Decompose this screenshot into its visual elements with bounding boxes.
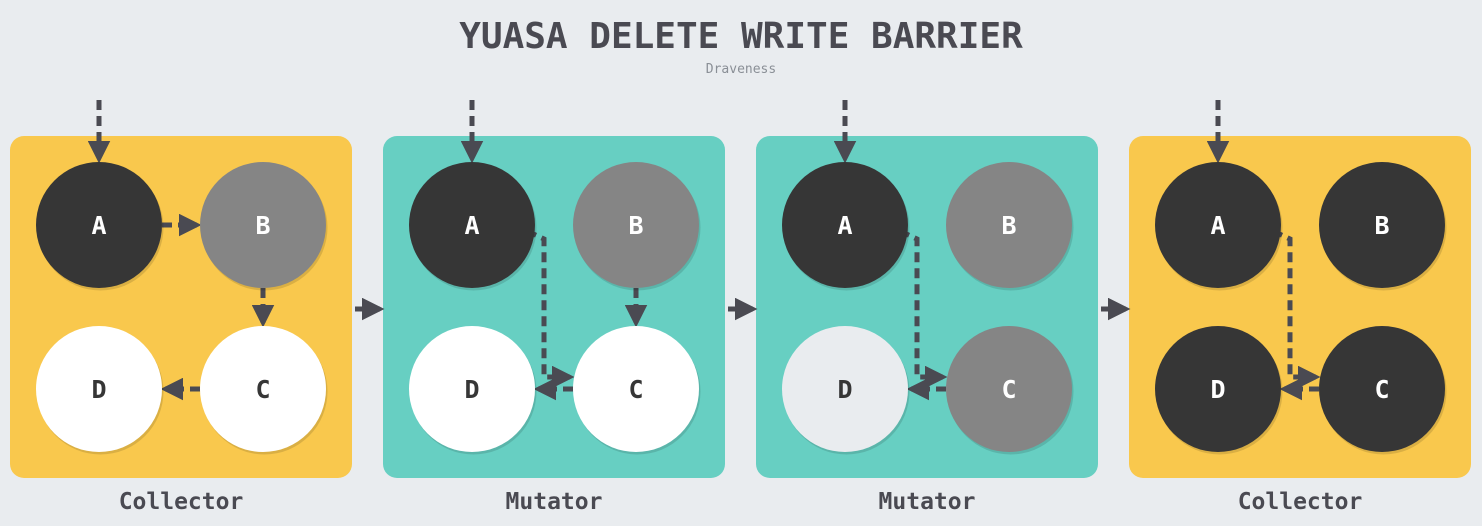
panel-mutator: A B C D Mutator (383, 100, 725, 515)
node-d: D (782, 326, 910, 455)
node-circle (1155, 162, 1281, 288)
panel-caption: Mutator (879, 489, 976, 515)
node-b: B (200, 162, 328, 291)
node-c: C (200, 326, 328, 455)
node-b: B (946, 162, 1074, 291)
node-label: A (1210, 211, 1225, 240)
node-circle (573, 326, 699, 452)
node-circle (36, 326, 162, 452)
node-b: B (573, 162, 701, 291)
node-label: D (837, 375, 852, 404)
node-a: A (409, 162, 537, 291)
diagram-title: YUASA DELETE WRITE BARRIER (459, 16, 1023, 57)
panel-collector: A B C D Collector (10, 100, 352, 515)
node-a: A (782, 162, 910, 291)
node-circle (200, 162, 326, 288)
node-c: C (946, 326, 1074, 455)
node-d: D (409, 326, 537, 455)
panel-collector: A B C D Collector (1129, 100, 1471, 515)
edges (87, 100, 275, 401)
node-label: D (464, 375, 479, 404)
node-circle (782, 326, 908, 452)
node-label: C (255, 375, 270, 404)
node-label: B (1001, 211, 1016, 240)
node-label: A (837, 211, 852, 240)
node-circle (1319, 326, 1445, 452)
node-c: C (1319, 326, 1447, 455)
node-label: B (628, 211, 643, 240)
node-circle (782, 162, 908, 288)
node-label: C (1374, 375, 1389, 404)
node-label: C (628, 375, 643, 404)
panel-caption: Collector (119, 489, 244, 515)
node-label: B (1374, 211, 1389, 240)
panel-mutator: A B C D Mutator (756, 100, 1098, 515)
node-circle (409, 162, 535, 288)
node-label: A (91, 211, 106, 240)
node-a: A (36, 162, 164, 291)
panel-caption: Collector (1238, 489, 1363, 515)
node-circle (946, 162, 1072, 288)
node-c: C (573, 326, 701, 455)
node-circle (200, 326, 326, 452)
node-circle (573, 162, 699, 288)
node-circle (946, 326, 1072, 452)
edge-a-to-c (525, 228, 575, 389)
node-circle (409, 326, 535, 452)
edges (1206, 100, 1321, 401)
node-circle (1319, 162, 1445, 288)
node-label: A (464, 211, 479, 240)
node-circle (1155, 326, 1281, 452)
node-d: D (36, 326, 164, 455)
node-label: D (91, 375, 106, 404)
edge-a-to-c (898, 228, 948, 389)
edges (460, 100, 648, 401)
node-a: A (1155, 162, 1283, 291)
edge-a-to-c (1271, 228, 1321, 389)
node-d: D (1155, 326, 1283, 455)
node-label: D (1210, 375, 1225, 404)
diagram-subtitle: Draveness (706, 62, 776, 77)
node-circle (36, 162, 162, 288)
panel-caption: Mutator (506, 489, 603, 515)
node-b: B (1319, 162, 1447, 291)
panels: A B C D Collector A B C D Mutator A B C D Mutator A B C D C… (10, 100, 1471, 515)
node-label: C (1001, 375, 1016, 404)
node-label: B (255, 211, 270, 240)
edges (833, 100, 948, 401)
